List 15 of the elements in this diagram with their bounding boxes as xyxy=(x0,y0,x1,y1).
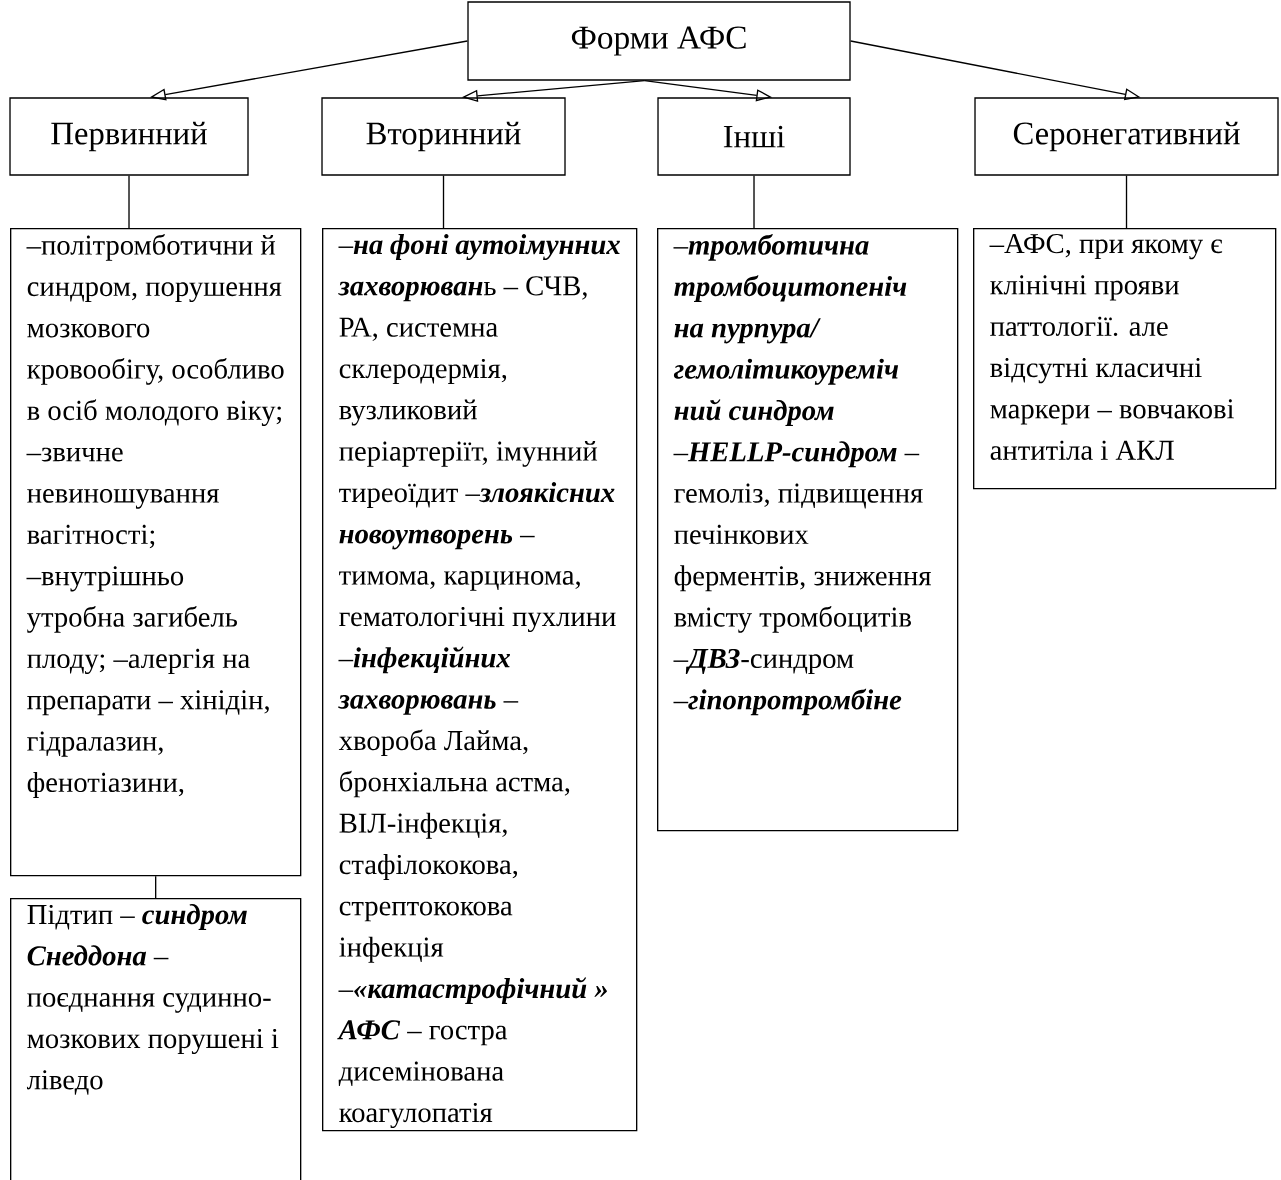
category-box: Вторинний xyxy=(321,97,566,176)
description-box: –тромботична тромбоцитопеніч на пурпура/ гемолітикоуреміч ний синдром –HELLP-синдром – гемоліз, підвищення печінкових ферментів, зниження вмісту тромбоцитів –ДВЗ-синдром –гіпопротромбіне xyxy=(657,228,959,832)
description-box: Підтип – синдром Снеддона – поєднання судинно- мозкових порушені і ліведо xyxy=(10,898,302,1180)
category-box: Первинний xyxy=(9,97,249,176)
category-box: Форми АФС xyxy=(467,1,851,81)
description-box: –АФС, при якому є клінічні прояви паттології. але відсутні класичні маркери – вовчакові антитіла і АКЛ xyxy=(973,228,1277,490)
connector-line xyxy=(128,175,130,229)
connector-line xyxy=(442,175,445,229)
category-box: Інші xyxy=(657,97,851,176)
category-box: Серонегативний xyxy=(974,97,1279,176)
connector-line xyxy=(155,875,157,899)
description-box: –на фоні аутоімунних захворювань – СЧВ, РА, системна склеродермія, вузликовий періартеріїт, імунний тиреоїдит –злоякісних новоутворень – тимома, карцинома, гематологічні пухлини –інфекційних захворювань – хвороба Лайма, бронхіальна астма, ВІЛ-інфекція, стафілококова, стрептококова інфекція –«катастрофічний » АФС – гостра дисемінована коагулопатія xyxy=(322,228,638,1132)
connector-line xyxy=(1125,175,1128,229)
connector-line xyxy=(753,175,755,229)
description-box: –політромботични й синдром, порушення мозкового кровообігу, особливо в осіб молодого віку; –звичне невиношування вагітності; –внутрішньо утробна загибель плоду; –алергія на препарати – хінідін, гідралазин, фенотіазини, xyxy=(10,228,302,877)
